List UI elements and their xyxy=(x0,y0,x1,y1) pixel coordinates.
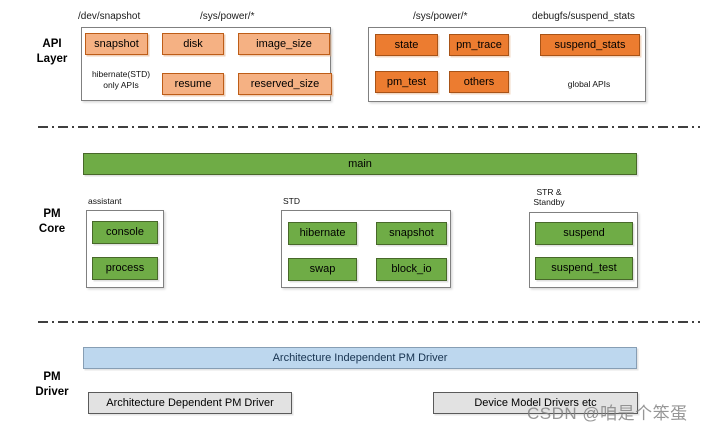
layer-separator-bottom xyxy=(38,321,700,323)
box-device-model-drivers: Device Model Drivers etc xyxy=(433,392,638,414)
box-process: process xyxy=(92,257,158,280)
box-snapshot-core: snapshot xyxy=(376,222,447,245)
box-reserved-size: reserved_size xyxy=(238,73,332,95)
box-arch-dependent-pm-driver: Architecture Dependent PM Driver xyxy=(88,392,292,414)
box-pm-test: pm_test xyxy=(375,71,438,93)
header-dev-snapshot: /dev/snapshot xyxy=(78,11,141,22)
box-disk: disk xyxy=(162,33,224,55)
header-sys-power-left: /sys/power/* xyxy=(200,11,255,22)
box-block-io: block_io xyxy=(376,258,447,281)
box-swap: swap xyxy=(288,258,357,281)
box-suspend: suspend xyxy=(535,222,633,245)
api-layer-label: API Layer xyxy=(36,38,68,65)
box-hibernate: hibernate xyxy=(288,222,357,245)
header-debugfs-suspend-stats: debugfs/suspend_stats xyxy=(532,11,635,22)
box-resume: resume xyxy=(162,73,224,95)
box-arch-independent-pm-driver: Architecture Independent PM Driver xyxy=(83,347,637,369)
header-sys-power-right: /sys/power/* xyxy=(413,11,468,22)
hibernate-only-note: hibernate(STD) only APIs xyxy=(91,69,151,91)
box-pm-trace: pm_trace xyxy=(449,34,509,56)
box-image-size: image_size xyxy=(238,33,330,55)
layer-separator-top xyxy=(38,126,700,128)
csdn-watermark: CSDN @咱是个笨蛋 xyxy=(527,404,688,423)
box-snapshot-api: snapshot xyxy=(85,33,148,55)
global-apis-note: global APIs xyxy=(567,79,611,89)
assistant-group-title: assistant xyxy=(88,196,122,206)
box-suspend-stats: suspend_stats xyxy=(540,34,640,56)
box-suspend-test: suspend_test xyxy=(535,257,633,280)
pm-core-label: PM Core xyxy=(38,208,66,235)
box-console: console xyxy=(92,221,158,244)
str-standby-group-title: STR & Standby xyxy=(533,187,565,208)
box-others: others xyxy=(449,71,509,93)
box-state: state xyxy=(375,34,438,56)
pm-driver-label: PM Driver xyxy=(35,371,69,398)
std-group-title: STD xyxy=(283,196,300,206)
box-main: main xyxy=(83,153,637,175)
